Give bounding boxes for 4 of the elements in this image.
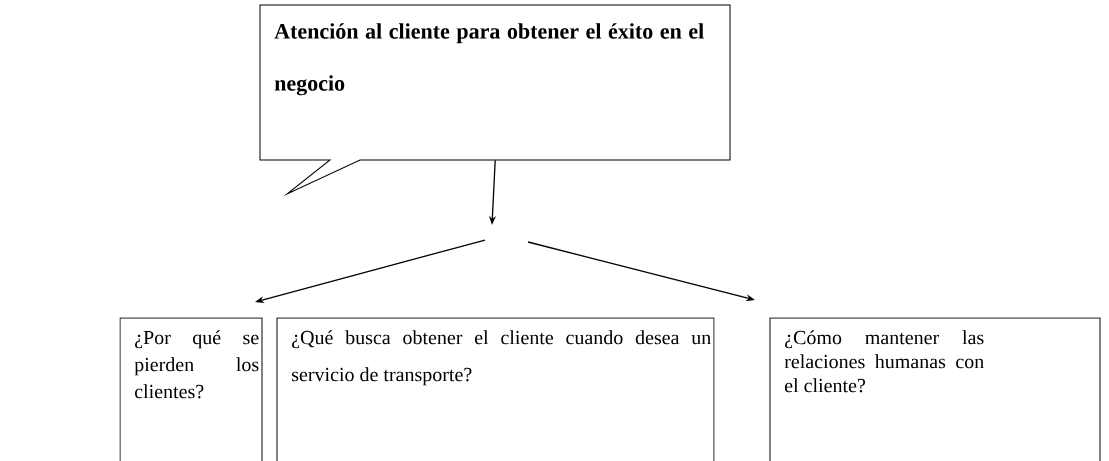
question-box: ¿Por qué se pierden los clientes? <box>119 317 263 461</box>
question-box: ¿Qué busca obtener el cliente cuando desea un servicio de transporte? <box>276 317 715 461</box>
callout-box: Atención al cliente para obtener el éxito en el negocio <box>259 4 731 195</box>
question-box: ¿Cómo mantener las relaciones humanas con el cliente? <box>769 317 1101 461</box>
